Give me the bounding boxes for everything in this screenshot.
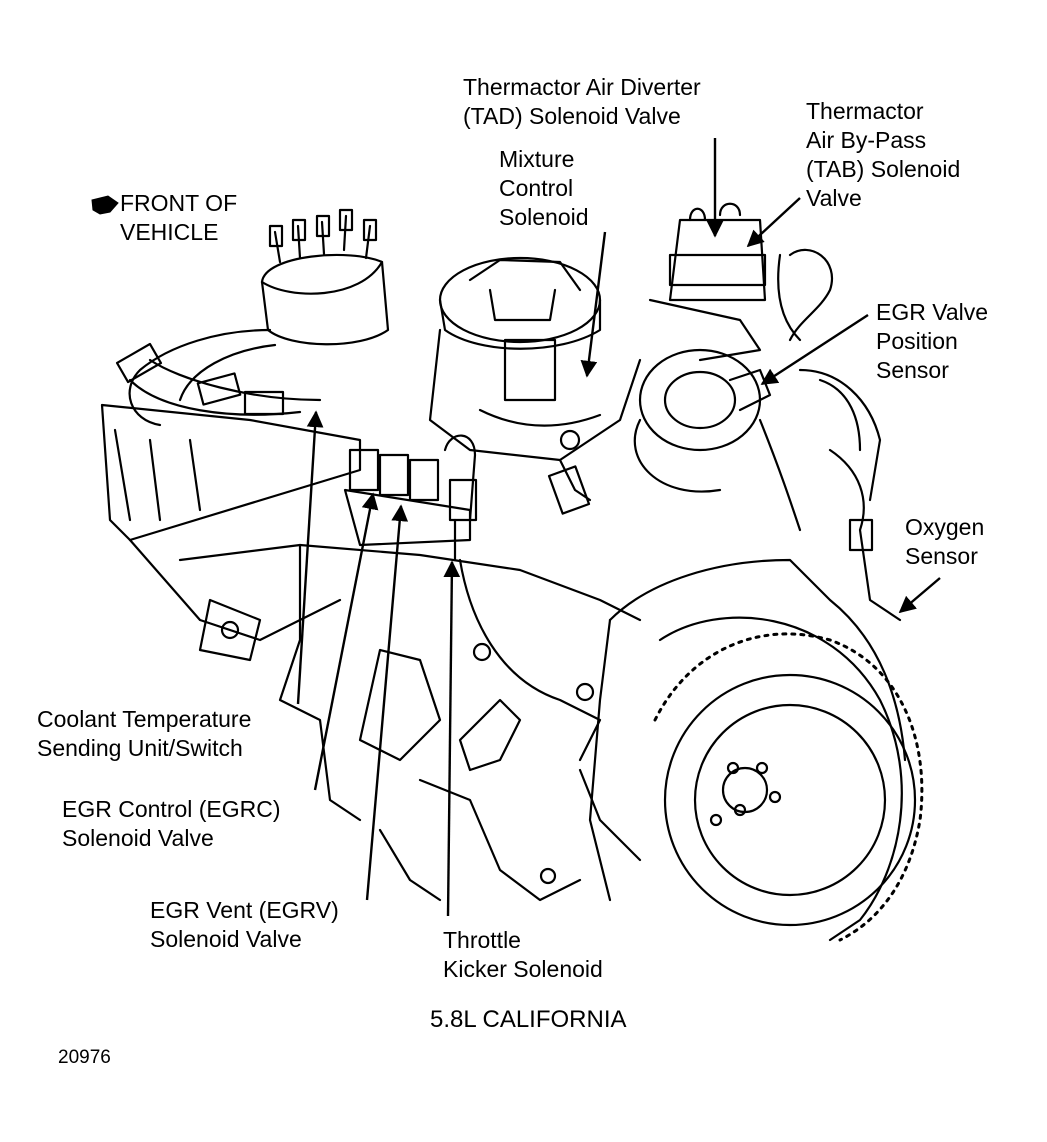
egr-position-sensor-label: EGR Valve Position Sensor [876, 298, 988, 385]
leader-egrv [365, 504, 409, 901]
leader-egrc [313, 492, 379, 791]
egrc-label-line: Solenoid Valve [62, 825, 214, 851]
tab-label-line: (TAB) Solenoid [806, 156, 961, 182]
left-valve-cover [100, 403, 362, 642]
coolant-temperature-label: Coolant Temperature Sending Unit/Switch [37, 705, 251, 763]
front-label-line: VEHICLE [120, 219, 219, 245]
front-of-vehicle-label: FRONT OF VEHICLE [120, 189, 237, 247]
oxygen-label-line: Sensor [905, 543, 978, 569]
figure-caption: 5.8L CALIFORNIA [430, 1006, 627, 1033]
coolant-label-line: Sending Unit/Switch [37, 735, 243, 761]
solenoid-cluster [343, 434, 478, 562]
leader-oxygen [898, 577, 941, 614]
leader-lines [296, 138, 941, 917]
tab-label-line: Thermactor [806, 98, 924, 124]
oxygen-sensor-label: Oxygen Sensor [905, 513, 984, 571]
figure-id: 20976 [58, 1047, 111, 1068]
engine-block [178, 543, 642, 902]
front-label-line: FRONT OF [120, 190, 238, 216]
mixture-control-label: Mixture Control Solenoid [499, 145, 589, 232]
coolant-label-line: Coolant Temperature [37, 706, 252, 732]
egrv-solenoid-label: EGR Vent (EGRV) Solenoid Valve [150, 896, 339, 954]
kicker-label-line: Kicker Solenoid [443, 956, 603, 982]
egrv-label-line: Solenoid Valve [150, 926, 302, 952]
oxygen-label-line: Oxygen [905, 514, 985, 540]
intake-manifold [428, 256, 642, 462]
carburetor-linkage [478, 408, 602, 515]
mixture-label-line: Mixture [499, 146, 575, 172]
egr-position-label-line: EGR Valve [876, 299, 989, 325]
right-hoses [758, 368, 902, 622]
tad-label-line: (TAD) Solenoid Valve [463, 103, 681, 129]
mixture-label-line: Solenoid [499, 204, 589, 230]
kicker-label-line: Throttle [443, 927, 521, 953]
leader-tab [746, 197, 801, 248]
mixture-label-line: Control [499, 175, 574, 201]
throttle-kicker-label: Throttle Kicker Solenoid [443, 926, 603, 984]
wire-bundle [115, 328, 322, 427]
flywheel-teeth [653, 632, 924, 942]
leader-kicker [443, 560, 461, 917]
distributor-cap [260, 208, 390, 346]
flywheel [588, 558, 917, 942]
leader-egr-position [760, 313, 869, 386]
pointing-hand-icon [91, 195, 119, 215]
leader-mixture [580, 231, 607, 378]
tad-label-line: Thermactor Air Diverter [463, 74, 701, 100]
tab-solenoid-label: Thermactor Air By-Pass (TAB) Solenoid Va… [806, 97, 960, 213]
egr-valve [633, 348, 772, 493]
tab-label-line: Air By-Pass [806, 127, 927, 153]
egr-position-label-line: Position [876, 328, 958, 354]
egrv-label-line: EGR Vent (EGRV) [150, 897, 339, 923]
tad-solenoid-label: Thermactor Air Diverter (TAD) Solenoid V… [463, 73, 701, 131]
thermactor-valve-assembly [648, 202, 833, 362]
egr-position-label-line: Sensor [876, 357, 949, 383]
leader-coolant [296, 410, 324, 705]
egrc-label-line: EGR Control (EGRC) [62, 796, 281, 822]
egrc-solenoid-label: EGR Control (EGRC) Solenoid Valve [62, 795, 281, 853]
tab-label-line: Valve [806, 185, 862, 211]
